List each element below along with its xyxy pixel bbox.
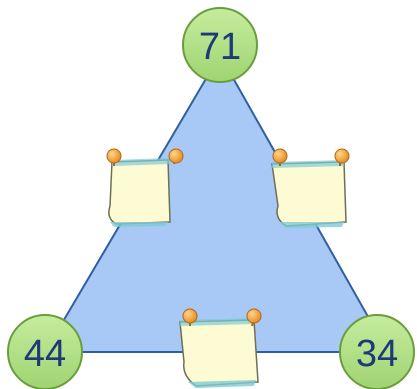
- node-bottom-right: 34: [339, 314, 415, 389]
- sticky-note-right: [271, 148, 350, 228]
- pin-icon: [182, 308, 198, 324]
- pin-icon: [272, 148, 288, 164]
- sticky-note-left: [106, 148, 184, 227]
- pin-icon: [334, 148, 350, 164]
- node-bottom-left-value: 44: [24, 333, 66, 375]
- node-top-value: 71: [199, 26, 241, 68]
- pin-icon: [168, 148, 184, 164]
- pin-icon: [246, 308, 262, 324]
- sticky-note-bottom: [179, 308, 262, 388]
- pin-icon: [106, 148, 122, 164]
- node-top: 71: [182, 7, 258, 83]
- node-bottom-right-value: 34: [356, 333, 398, 375]
- node-bottom-left: 44: [7, 314, 83, 389]
